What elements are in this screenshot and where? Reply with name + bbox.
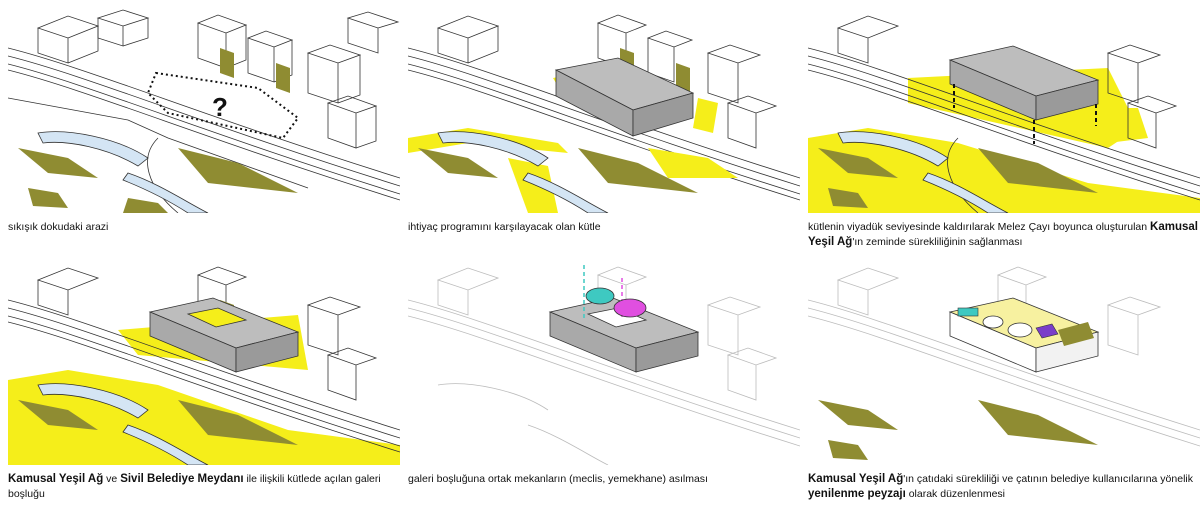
caption-4: Kamusal Yeşil Ağ ve Sivil Belediye Meyda… (8, 472, 400, 502)
diagram-roof-landscape (808, 266, 1200, 460)
diagram-suspended-spaces (408, 265, 800, 465)
caption-5-text: galeri boşluğuna ortak mekanların (mecli… (408, 473, 708, 485)
caption-1-text: sıkışık dokudaki arazi (8, 221, 109, 233)
caption-3-text-a: kütlenin viyadük seviyesinde kaldırılara… (808, 221, 1151, 233)
diagram-program-mass (408, 14, 800, 213)
caption-6-text-b: olarak düzenlenmesi (905, 488, 1006, 500)
panel-5: galeri boşluğuna ortak mekanların (mecli… (408, 260, 800, 512)
caption-4-text-a: ve (103, 473, 121, 485)
caption-3-text-b: 'ın zeminde sürekliliğinin sağlanması (852, 236, 1023, 248)
panel-3: kütlenin viyadük seviyesinde kaldırılara… (808, 8, 1200, 260)
caption-5: galeri boşluğuna ortak mekanların (mecli… (408, 472, 800, 487)
panel-2: ihtiyaç programını karşılayacak olan küt… (408, 8, 800, 260)
diagram-gallery-void (8, 266, 400, 465)
caption-6: Kamusal Yeşil Ağ'ın çatıdaki sürekliliği… (808, 472, 1200, 502)
cafeteria-volume (613, 298, 647, 318)
panel-6: Kamusal Yeşil Ağ'ın çatıdaki sürekliliği… (808, 260, 1200, 512)
caption-6-text-a: 'ın çatıdaki sürekliliği ve çatının bele… (903, 473, 1193, 485)
caption-2-text: ihtiyaç programını karşılayacak olan küt… (408, 221, 601, 233)
caption-6-bold-a: Kamusal Yeşil Ağ (808, 473, 904, 485)
question-mark: ? (212, 92, 228, 122)
panel-1: ? sıkışık dokudaki arazi (8, 8, 400, 260)
caption-4-text-b: ile ilişkili kütlede açılan galeri boşlu… (8, 473, 381, 500)
diagram-site-crowded: ? (8, 9, 400, 213)
caption-2: ihtiyaç programını karşılayacak olan küt… (408, 220, 800, 235)
caption-3: kütlenin viyadük seviyesinde kaldırılara… (808, 220, 1200, 250)
caption-3-bold: Kamusal Yeşil Ağ (808, 221, 1198, 248)
assembly-hall-volume (585, 287, 615, 305)
caption-4-bold-a: Kamusal Yeşil Ağ (8, 473, 104, 485)
caption-4-bold-b: Sivil Belediye Meydanı (120, 473, 244, 485)
diagram-lifted-mass-green-network (808, 15, 1200, 213)
caption-6-bold-b: yenilenme peyzajı (808, 488, 906, 500)
panel-4: Kamusal Yeşil Ağ ve Sivil Belediye Meyda… (8, 260, 400, 512)
caption-1: sıkışık dokudaki arazi (8, 220, 400, 235)
